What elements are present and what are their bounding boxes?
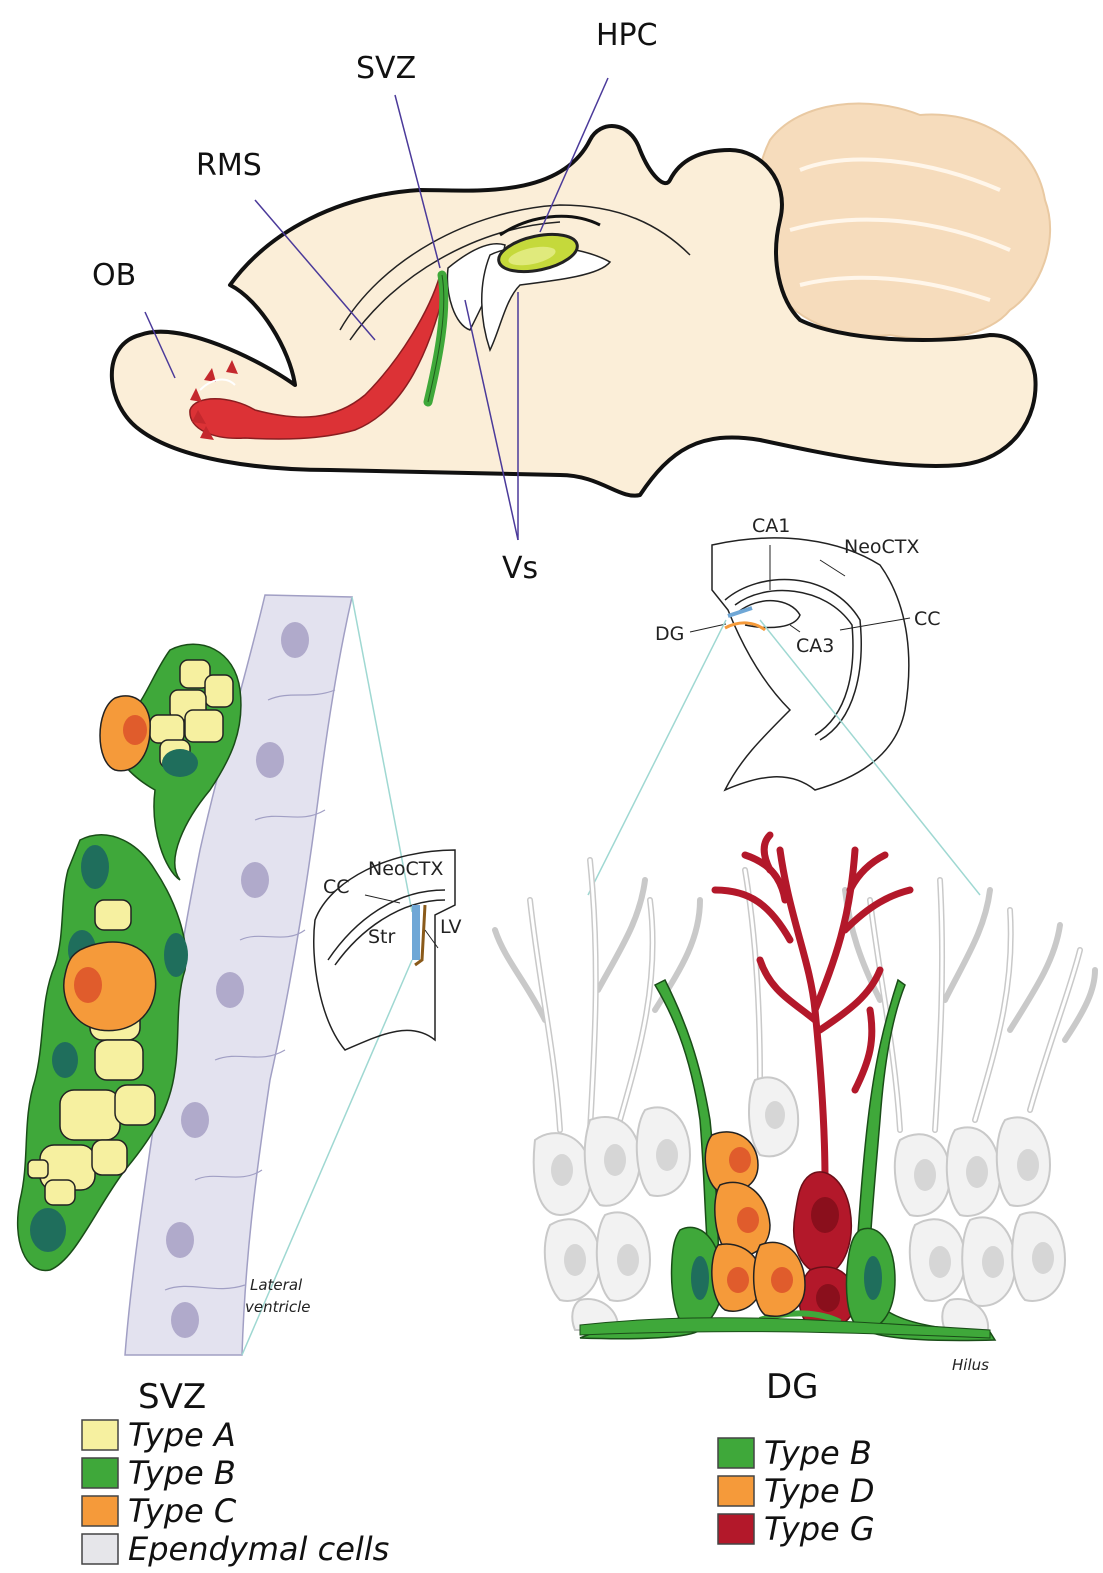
coronal-outline [712,538,909,790]
granule-dendrites-inner [530,860,1080,1130]
label-rms: RMS [196,148,262,183]
type-g-nucleus [816,1284,840,1312]
legend-dg-label-b: Type B [764,1434,872,1472]
leader-lv [425,930,438,948]
coronal-hippocampus: CA1 NeoCTX DG CC CA3 [655,515,941,790]
legend-svz-label-a: Type A [128,1416,236,1454]
type-b-nucleus-dg [864,1256,882,1300]
leader-cc-svz [365,895,400,903]
label-cc-coronal: CC [914,608,941,630]
legend-svz: SVZ Type A Type B Type C Ependymal cells [82,1377,389,1568]
zoom-line-dg-left [588,620,726,895]
label-str: Str [368,926,396,948]
legend-dg-swatch-g [718,1514,754,1544]
type-g-nucleus [811,1197,839,1233]
cc-arc [328,890,445,960]
label-lateral: Lateral [250,1276,303,1294]
label-lv: LV [440,916,462,938]
label-ventricle: ventricle [245,1298,310,1316]
label-hilus: Hilus [952,1356,989,1374]
legend-svz-swatch-b [82,1458,118,1488]
label-ca1: CA1 [752,515,790,537]
legend-svz-swatch-a [82,1420,118,1450]
type-g-dendrites [715,835,910,1180]
legend-dg: DG Type B Type D Type G [718,1367,875,1548]
legend-dg-swatch-b [718,1438,754,1468]
type-c-nucleus [74,967,102,1003]
svz-illustration [18,595,352,1355]
leader-ca3 [790,625,800,632]
label-svz: SVZ [356,51,416,86]
legend-svz-title: SVZ [138,1377,206,1417]
legend-dg-swatch-d [718,1476,754,1506]
legend-svz-swatch-c [82,1496,118,1526]
label-hpc: HPC [596,18,658,53]
legend-dg-title: DG [766,1367,819,1407]
label-dg-coronal: DG [655,623,684,645]
label-vs: Vs [502,551,538,586]
label-ca3: CA3 [796,635,834,657]
dg-illustration [495,835,1095,1341]
zoom-line-dg-right [760,620,980,895]
label-ob: OB [92,258,136,293]
legend-svz-label-ependymal: Ependymal cells [128,1530,389,1568]
legend-svz-label-c: Type C [128,1492,237,1530]
label-neoctx: NeoCTX [844,536,919,558]
dg-orange [725,623,765,630]
coronal-svz: NeoCTX CC Str LV [314,850,462,1050]
dg-blue [728,608,752,616]
legend-dg-label-d: Type D [764,1472,875,1510]
svz-blue-strip [412,905,420,960]
corpus-callosum-arc [725,580,861,740]
legend-dg-label-g: Type G [764,1510,875,1548]
sagittal-brain: HPC SVZ RMS OB Vs [92,18,1050,586]
type-c-nucleus [123,715,147,745]
leader-neoctx [820,560,845,576]
label-neoctx-svz: NeoCTX [368,858,443,880]
type-b-nucleus [162,749,198,777]
legend-svz-label-b: Type B [128,1454,236,1492]
type-b-nucleus-dg [691,1256,709,1300]
legend-svz-swatch-ependymal [82,1534,118,1564]
label-cc-svz: CC [323,876,350,898]
